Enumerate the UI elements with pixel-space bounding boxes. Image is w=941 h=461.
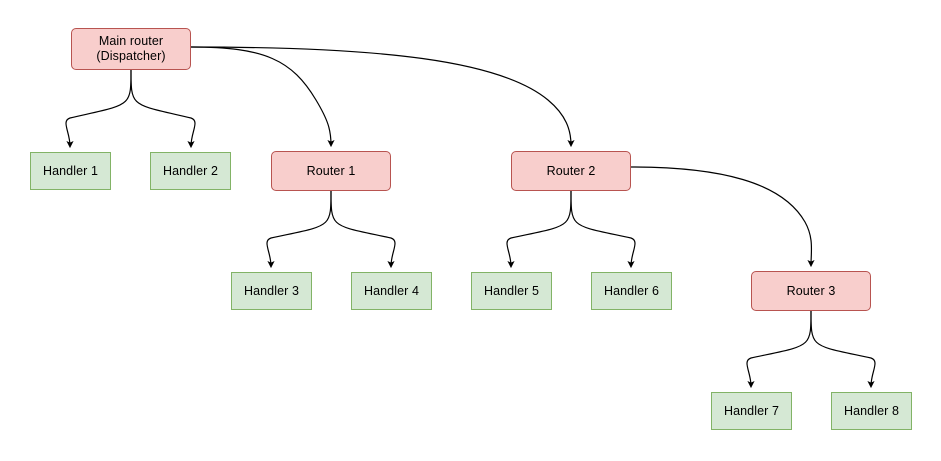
node-label-handler-6: Handler 6: [603, 283, 660, 298]
node-handler-2[interactable]: Handler 2: [150, 152, 231, 190]
node-router-2[interactable]: Router 2: [511, 151, 631, 191]
node-handler-3[interactable]: Handler 3: [231, 272, 312, 310]
node-label-handler-1: Handler 1: [42, 163, 99, 178]
edge-router-2-to-handler-5: [506, 190, 572, 269]
node-label-router-3: Router 3: [786, 283, 836, 298]
edge-router-2-to-router-3: [630, 166, 815, 268]
edge-router-1-to-handler-3: [266, 190, 332, 269]
edge-router-2-to-handler-6: [570, 190, 636, 269]
node-main-router[interactable]: Main router (Dispatcher): [71, 28, 191, 70]
edge-main-router-to-router-2: [190, 46, 575, 148]
node-handler-6[interactable]: Handler 6: [591, 272, 672, 310]
node-handler-5[interactable]: Handler 5: [471, 272, 552, 310]
node-router-3[interactable]: Router 3: [751, 271, 871, 311]
node-label-router-1: Router 1: [306, 163, 356, 178]
node-router-1[interactable]: Router 1: [271, 151, 391, 191]
node-label-handler-5: Handler 5: [483, 283, 540, 298]
node-label-handler-3: Handler 3: [243, 283, 300, 298]
node-handler-1[interactable]: Handler 1: [30, 152, 111, 190]
node-label-main-router: Main router (Dispatcher): [96, 34, 166, 63]
node-handler-7[interactable]: Handler 7: [711, 392, 792, 430]
node-handler-4[interactable]: Handler 4: [351, 272, 432, 310]
node-label-handler-7: Handler 7: [723, 403, 780, 418]
edge-main-router-to-router-1: [190, 46, 335, 148]
edge-main-router-to-handler-1: [65, 69, 132, 149]
node-label-handler-4: Handler 4: [363, 283, 420, 298]
node-label-handler-2: Handler 2: [162, 163, 219, 178]
edge-router-1-to-handler-4: [330, 190, 396, 269]
node-label-router-2: Router 2: [546, 163, 596, 178]
node-label-handler-8: Handler 8: [843, 403, 900, 418]
edge-main-router-to-handler-2: [130, 69, 196, 149]
edge-router-3-to-handler-8: [810, 310, 876, 389]
node-handler-8[interactable]: Handler 8: [831, 392, 912, 430]
edge-router-3-to-handler-7: [746, 310, 812, 389]
edges-group: [65, 46, 876, 389]
